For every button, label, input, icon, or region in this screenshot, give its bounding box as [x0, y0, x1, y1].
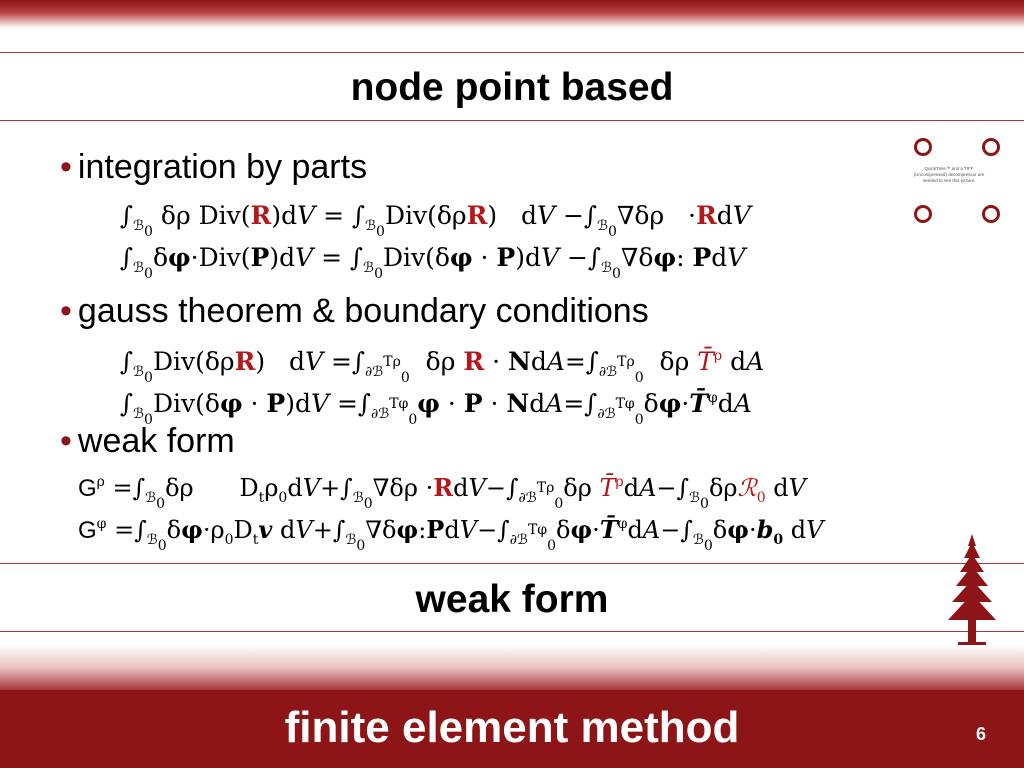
- page-number: 6: [976, 724, 987, 744]
- footer-bar: [0, 690, 1024, 768]
- equation-gauss-phi: ∫ℬ0Div(δφ · P)dV =∫∂ℬTφ0φ · P · NdA=∫∂ℬT…: [120, 389, 752, 428]
- circle-outline-icon: [914, 205, 932, 223]
- equation-weak-phi: Gφ =∫ℬ0δφ·ρ0Dtv dV+∫ℬ0∇δφ:PdV−∫∂ℬTφ0δφ·T…: [78, 515, 824, 554]
- circle-outline-icon: [982, 138, 1000, 156]
- bullet-dot: •: [60, 148, 72, 186]
- bullet-dot: •: [60, 422, 72, 460]
- redwood-tree-icon: [948, 534, 996, 646]
- header-rule-top: [0, 52, 1024, 53]
- header-gradient-band: [0, 0, 1024, 28]
- section-caption: weak form: [415, 578, 609, 621]
- section-rule-top: [0, 563, 1024, 564]
- bullet-dot: •: [60, 292, 72, 330]
- circle-outline-icon: [914, 138, 932, 156]
- header-rule-bottom: [0, 120, 1024, 121]
- equation-weak-rho: Gρ =∫ℬ0δρ Dtρ0dV+∫ℬ0∇δρ ·RdV−∫∂ℬTρ0δρ T̄…: [78, 473, 806, 512]
- footer-title: finite element method: [284, 703, 740, 752]
- slide-title: node point based: [350, 66, 674, 109]
- equation-parts-phi: ∫ℬ0δφ·Div(P)dV = ∫ℬ0Div(δφ · P)dV −∫ℬ0∇δ…: [120, 243, 746, 282]
- bullet-integration-by-parts: •integration by parts: [60, 148, 368, 186]
- quicktime-placeholder-text: QuickTime™ and a TIFF (Uncompressed) dec…: [913, 166, 985, 183]
- bullet-weak-form: •weak form: [60, 422, 235, 460]
- circle-outline-icon: [982, 205, 1000, 223]
- section-rule-bottom: [0, 631, 1024, 632]
- bullet-gauss-theorem: •gauss theorem & boundary conditions: [60, 292, 649, 330]
- footer-gradient-band: [0, 645, 1024, 690]
- equation-gauss-rho: ∫ℬ0Div(δρR) dV =∫∂ℬTρ0 δρ R · NdA=∫∂ℬTρ0…: [120, 347, 765, 386]
- equation-parts-rho: ∫ℬ0 δρ Div(R)dV = ∫ℬ0Div(δρR) dV −∫ℬ0∇δρ…: [120, 201, 751, 240]
